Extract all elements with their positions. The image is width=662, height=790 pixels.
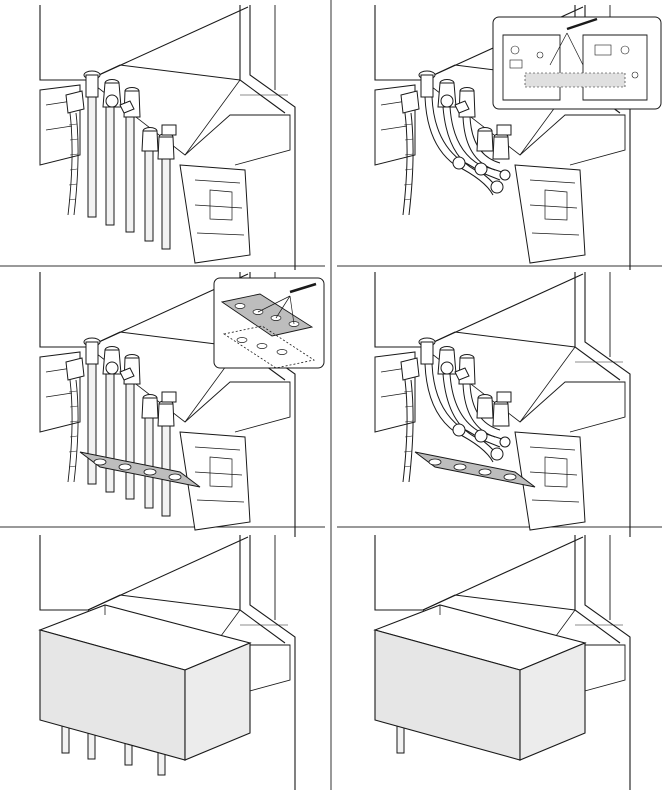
panel-step-6: [374, 534, 631, 790]
panel-step-5: [39, 534, 296, 790]
panel-step-4: [374, 271, 631, 538]
inset-tray-openings: [213, 277, 325, 369]
inset-pcb-connectors: [492, 16, 662, 110]
panel-step-1: [39, 4, 296, 271]
panel-step-3: [39, 271, 325, 538]
panel-step-2: [374, 4, 662, 271]
